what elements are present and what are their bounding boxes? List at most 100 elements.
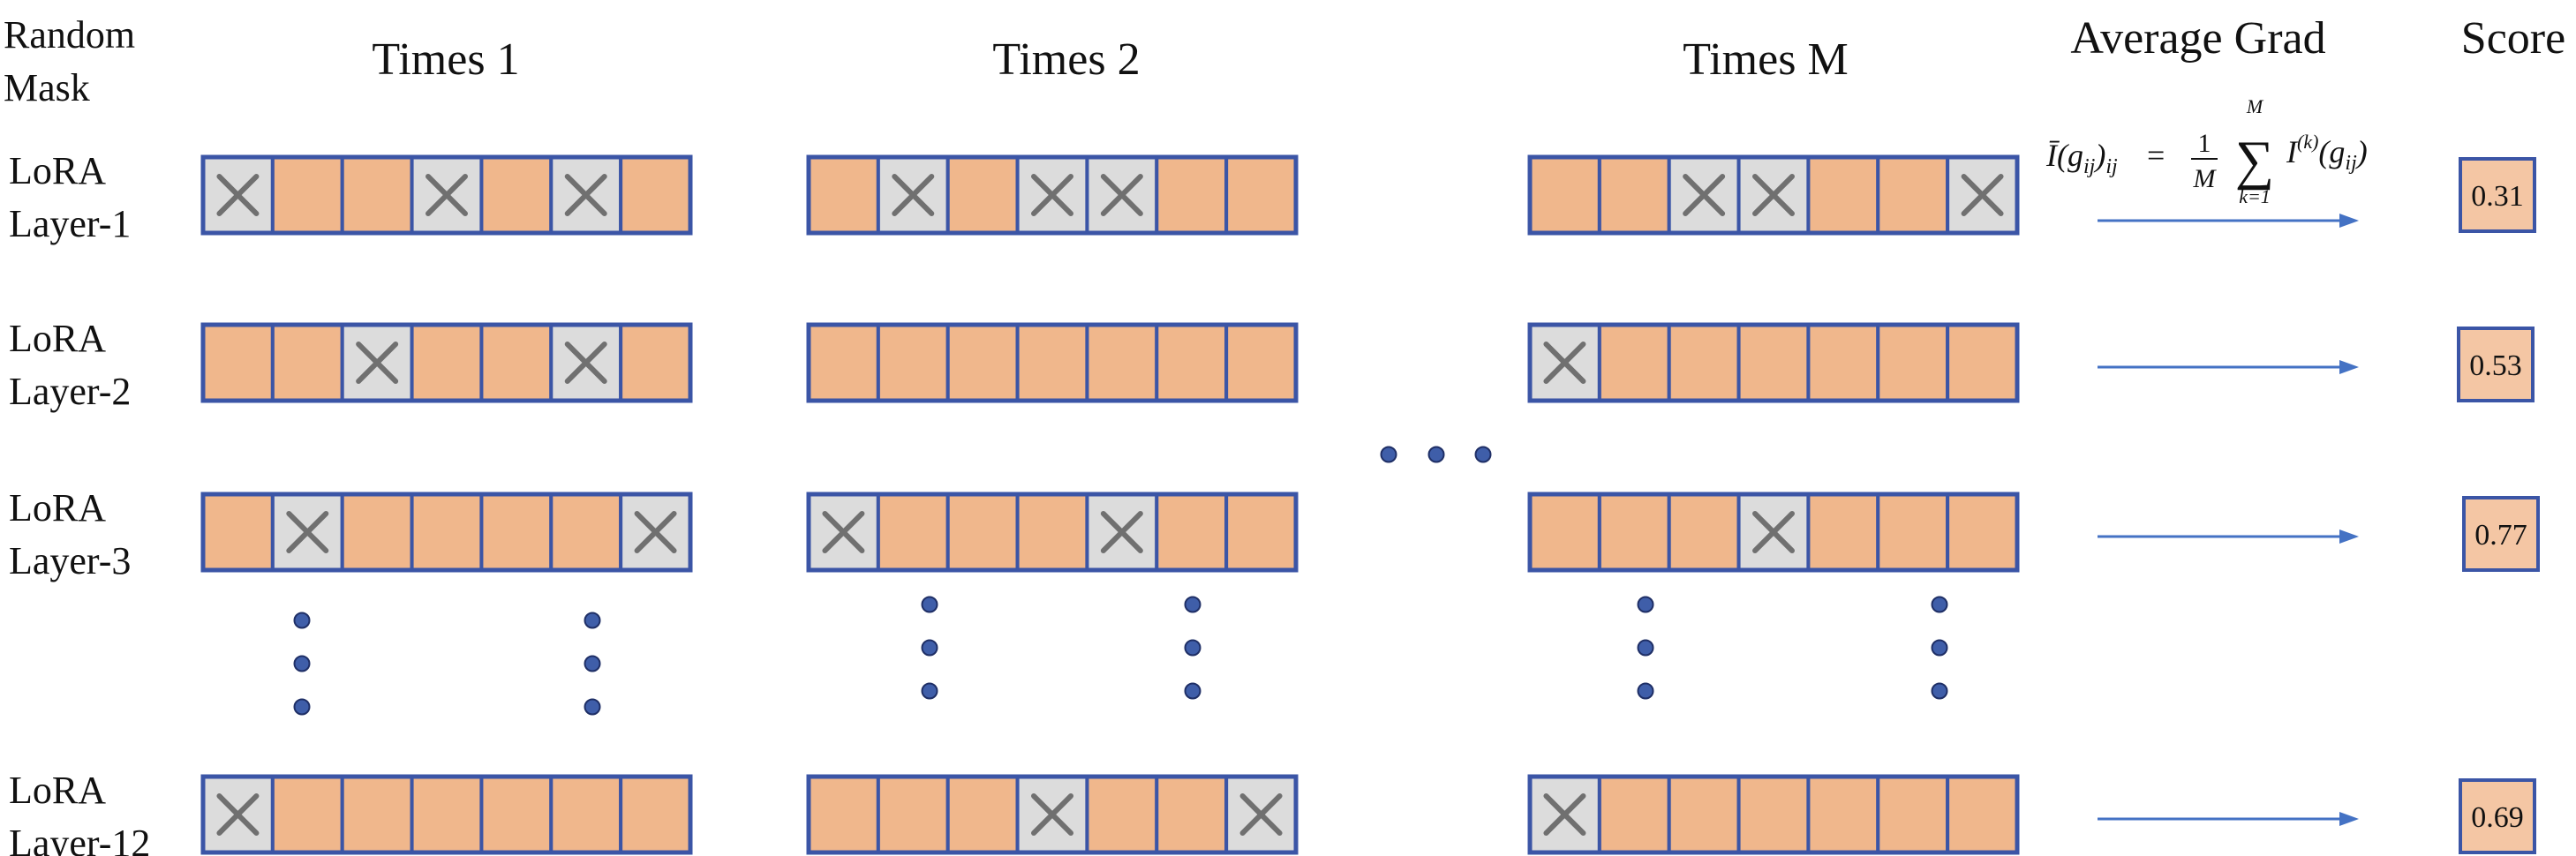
ellipsis-dot bbox=[1637, 596, 1654, 613]
cross-icon bbox=[1683, 174, 1726, 216]
cross-icon bbox=[1100, 174, 1143, 216]
active-cell bbox=[340, 775, 414, 854]
cross-icon bbox=[1752, 174, 1795, 216]
active-cell bbox=[1736, 323, 1811, 402]
cross-icon bbox=[1100, 511, 1143, 553]
mask-bar-outline bbox=[200, 774, 693, 855]
cross-icon bbox=[1239, 793, 1283, 836]
active-cell bbox=[1155, 775, 1229, 854]
mask-bar-outline bbox=[200, 492, 693, 573]
active-cell bbox=[1667, 323, 1741, 402]
cross-icon bbox=[892, 174, 935, 216]
mask-bar-outline bbox=[1527, 492, 2020, 573]
active-cell bbox=[619, 775, 693, 854]
mask-bar-outline bbox=[806, 322, 1299, 403]
active-cell bbox=[1085, 775, 1159, 854]
cross-icon bbox=[1031, 174, 1073, 216]
ellipsis-dot bbox=[293, 655, 311, 672]
cross-icon bbox=[286, 511, 329, 553]
header-average-grad: Average Grad bbox=[2070, 13, 2325, 64]
active-cell bbox=[1946, 323, 2019, 402]
active-cell bbox=[549, 492, 623, 572]
active-cell bbox=[945, 155, 1020, 235]
ellipsis-dot bbox=[584, 655, 601, 672]
active-cell bbox=[876, 492, 950, 572]
active-cell bbox=[410, 492, 484, 572]
random-mask-line-1: Random bbox=[4, 13, 135, 56]
active-cell bbox=[1597, 492, 1671, 572]
ellipsis-dot bbox=[1427, 446, 1445, 463]
formula-equals: = bbox=[2147, 138, 2165, 173]
formula-frac-den: M bbox=[2193, 164, 2218, 193]
active-cell bbox=[1155, 155, 1229, 235]
ellipsis-dot bbox=[584, 698, 601, 716]
active-cell bbox=[479, 775, 554, 854]
ellipsis-dot bbox=[1184, 682, 1201, 700]
active-cell bbox=[1597, 155, 1671, 235]
active-cell bbox=[410, 775, 484, 854]
active-cell bbox=[1224, 323, 1298, 402]
arrow-icon bbox=[2098, 214, 2359, 228]
score-value: 0.77 bbox=[2474, 519, 2527, 552]
active-cell bbox=[340, 155, 414, 235]
cross-icon bbox=[1543, 793, 1586, 836]
formula-lhs: Ī(gij)ij bbox=[2045, 138, 2118, 178]
ellipsis-dot bbox=[1637, 682, 1654, 700]
ellipsis-dot bbox=[584, 612, 601, 629]
layer-label-line-1: LoRA bbox=[9, 149, 106, 192]
active-cell bbox=[807, 155, 880, 235]
layer-label-line-2: Layer-3 bbox=[9, 539, 131, 582]
active-cell bbox=[1876, 323, 1950, 402]
layer-label-line-1: LoRA bbox=[9, 317, 106, 360]
active-cell bbox=[1946, 492, 2019, 572]
mask-bar-outline bbox=[1527, 154, 2020, 236]
ellipsis-dot bbox=[1184, 639, 1201, 657]
mask-bar-times-2 bbox=[806, 774, 1299, 855]
score-value: 0.31 bbox=[2471, 180, 2524, 213]
score-box: 0.53 bbox=[2457, 327, 2535, 402]
mask-bar-outline bbox=[806, 154, 1299, 236]
cross-icon bbox=[1752, 511, 1795, 553]
active-cell bbox=[1597, 323, 1671, 402]
active-cell bbox=[549, 775, 623, 854]
active-cell bbox=[270, 323, 344, 402]
active-cell bbox=[201, 492, 275, 572]
active-cell bbox=[1015, 323, 1089, 402]
mask-bar-outline bbox=[200, 322, 693, 403]
score-box: 0.31 bbox=[2459, 157, 2536, 233]
active-cell bbox=[1876, 155, 1950, 235]
average-grad-formula: Ī(gij)ij = 1 M M ∑ k=1 I(k)(gij) bbox=[2045, 95, 2368, 207]
ellipsis-dot bbox=[1637, 639, 1654, 657]
arrow-icon bbox=[2098, 529, 2359, 544]
active-cell bbox=[479, 155, 554, 235]
ellipsis-dot bbox=[1380, 446, 1397, 463]
cross-icon bbox=[1961, 174, 2004, 216]
formula-sum-top: M bbox=[2246, 95, 2264, 117]
formula-frac-num: 1 bbox=[2198, 129, 2211, 158]
active-cell bbox=[1667, 775, 1741, 854]
score-box: 0.69 bbox=[2459, 778, 2536, 854]
formula-sum-symbol: ∑ bbox=[2235, 131, 2274, 191]
random-mask-line-2: Mask bbox=[4, 66, 90, 109]
ellipsis-dot bbox=[921, 682, 938, 700]
active-cell bbox=[1155, 323, 1229, 402]
layer-label-line-2: Layer-12 bbox=[9, 822, 150, 856]
ellipsis-dot bbox=[921, 596, 938, 613]
active-cell bbox=[270, 775, 344, 854]
cross-icon bbox=[822, 511, 865, 553]
active-cell bbox=[270, 155, 344, 235]
cross-icon bbox=[426, 174, 468, 216]
ellipsis-dots bbox=[293, 446, 1948, 716]
layer-label-line-1: LoRA bbox=[9, 769, 106, 812]
header-score: Score bbox=[2461, 13, 2565, 64]
ellipsis-dot bbox=[293, 698, 311, 716]
cross-icon bbox=[634, 511, 677, 553]
active-cell bbox=[807, 775, 880, 854]
arrow-icon bbox=[2098, 360, 2359, 374]
cross-icon bbox=[216, 174, 260, 216]
active-cell bbox=[619, 323, 693, 402]
